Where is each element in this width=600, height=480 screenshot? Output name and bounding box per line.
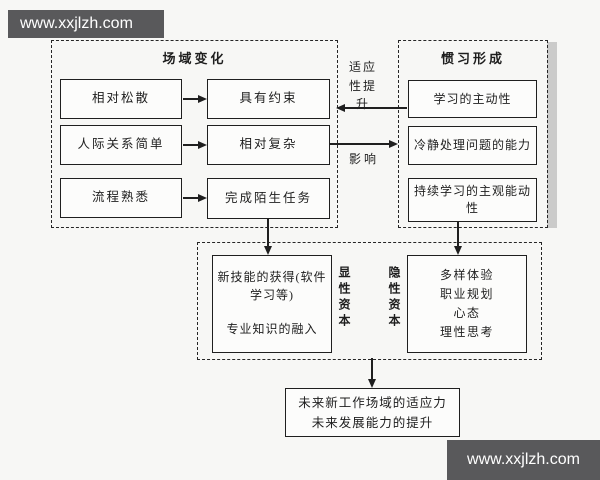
box-continuous-learning: 持续学习的主观能动性 (408, 178, 537, 222)
explicit-capital-label: 显性资本 (337, 266, 351, 330)
field-change-title: 场域变化 (162, 51, 227, 66)
box-unfamiliar-tasks: 完成陌生任务 (207, 178, 330, 219)
watermark-bottom-banner: www.xxjlzh.com (447, 440, 600, 480)
influence-label: 影响 (348, 152, 379, 166)
habitus-group: 惯习形成 (398, 40, 548, 228)
implicit-capital-label: 隐性资本 (387, 266, 401, 330)
box-relatively-loose: 相对松散 (60, 79, 182, 119)
box-learning-initiative: 学习的主动性 (408, 80, 537, 118)
box-familiar-process: 流程熟悉 (60, 178, 182, 218)
watermark-top-banner: www.xxjlzh.com (8, 10, 164, 38)
scan-shadow-band (547, 42, 557, 228)
adaptability-improvement-label: 适应性提升 (348, 60, 377, 112)
habitus-title: 惯习形成 (440, 51, 505, 66)
capital-group (197, 242, 542, 360)
box-has-constraints: 具有约束 (207, 79, 330, 119)
box-simple-relations: 人际关系简单 (60, 125, 182, 165)
box-future-adaptability-outcome: 未来新工作场域的适应力 未来发展能力的提升 (285, 388, 460, 437)
box-explicit-capital-content: 新技能的获得(软件 学习等) 专业知识的融入 (212, 255, 332, 353)
box-implicit-capital-content: 多样体验 职业规划 心态 理性思考 (407, 255, 527, 353)
field-change-group: 场域变化 (51, 40, 338, 228)
box-relatively-complex: 相对复杂 (207, 125, 330, 165)
box-calm-problem-solving: 冷静处理问题的能力 (408, 126, 537, 165)
